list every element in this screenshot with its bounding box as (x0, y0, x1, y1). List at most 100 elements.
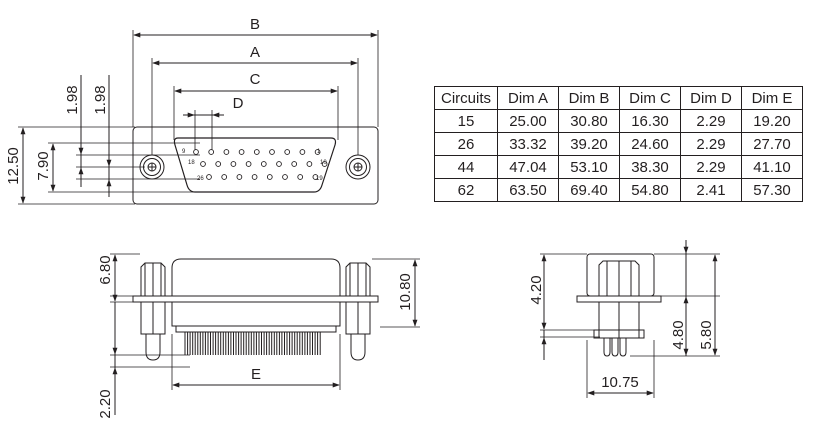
solder-tail (301, 332, 306, 355)
table-cell: 53.10 (558, 155, 620, 179)
solder-tail (317, 332, 321, 355)
pin-label-26: 26 (197, 176, 204, 182)
pin-contact (260, 161, 267, 167)
pin-contact (245, 161, 252, 167)
header-dim-c: Dim C (619, 86, 681, 110)
side-solder-tails (603, 338, 627, 357)
table-cell: 15 (434, 109, 498, 133)
dim-b-label: B (250, 16, 260, 33)
side-flange (576, 295, 662, 303)
table-cell: 2.41 (680, 178, 742, 202)
table-cell: 26 (434, 132, 498, 156)
solder-tail (215, 332, 219, 355)
table-row: 26 33.32 39.20 24.60 2.29 27.70 (434, 132, 803, 156)
table-cell: 41.10 (741, 155, 803, 179)
front-view-labels: 6.80 2.20 10.80 E (97, 255, 414, 418)
top-view (18, 30, 379, 205)
top-view-labels: B A C D 1.98 1.98 12.50 7.90 9 1 18 10 2… (5, 16, 327, 185)
table-cell: 19.20 (741, 109, 803, 133)
table-cell: 33.32 (497, 132, 559, 156)
dim-a-label: A (250, 44, 260, 61)
pin-contact (284, 149, 291, 155)
pin-contact (291, 161, 298, 167)
pin-label-1: 1 (317, 149, 321, 155)
pin-contact (297, 174, 304, 180)
table-cell: 2.29 (680, 155, 742, 179)
table-cell: 47.04 (497, 155, 559, 179)
pin-contact (236, 174, 243, 180)
dim-10-75-label: 10.75 (601, 374, 639, 391)
solder-tail (250, 332, 255, 355)
header-dim-d: Dim D (680, 86, 742, 110)
pin-field (193, 149, 328, 180)
pin-label-9: 9 (182, 149, 186, 155)
solder-tail (210, 332, 214, 355)
pin-contact (306, 161, 313, 167)
table-cell: 44 (434, 155, 498, 179)
table-cell: 63.50 (497, 178, 559, 202)
solder-tail (255, 332, 260, 355)
table-cell: 30.80 (558, 109, 620, 133)
pin-contact (312, 174, 319, 180)
dim-5-80-label: 5.80 (698, 320, 715, 349)
table-cell: 69.40 (558, 178, 620, 202)
pin-contact (206, 174, 212, 180)
header-circuits: Circuits (434, 86, 498, 110)
table-cell: 16.30 (619, 109, 681, 133)
solder-tail (184, 332, 189, 355)
d-shell-outline (173, 137, 337, 193)
pin-label-19: 19 (316, 176, 323, 182)
pin-contact (253, 149, 260, 155)
flange-outline (132, 126, 379, 205)
table-cell: 2.29 (680, 109, 742, 133)
table-row: 44 47.04 53.10 38.30 2.29 41.10 (434, 155, 803, 179)
dim-2-20-label: 2.20 (97, 389, 114, 418)
solder-tail (199, 332, 204, 355)
solder-tail (194, 332, 199, 355)
solder-tail (271, 332, 275, 355)
header-dim-e: Dim E (741, 86, 803, 110)
table-cell: 54.80 (619, 178, 681, 202)
solder-tail (261, 332, 265, 355)
pin-contact (314, 149, 321, 155)
solder-tail (204, 332, 209, 355)
solder-tail (286, 332, 291, 355)
solder-tail (266, 332, 270, 355)
solder-tails (184, 332, 321, 355)
front-standoff-right (345, 262, 371, 361)
solder-tail (296, 332, 301, 355)
table-row: 15 25.00 30.80 16.30 2.29 19.20 (434, 109, 803, 133)
dim-6-80-label: 6.80 (97, 255, 114, 284)
table-cell: 25.00 (497, 109, 559, 133)
pin-contact (299, 149, 306, 155)
dim-1-98-b-label: 1.98 (92, 85, 109, 114)
table-cell: 2.29 (680, 132, 742, 156)
solder-tail (225, 332, 229, 355)
front-flange (132, 295, 379, 303)
pin-contact (200, 161, 206, 167)
dim-1-98-a-label: 1.98 (64, 85, 81, 114)
table-cell: 57.30 (741, 178, 803, 202)
mounting-hole-right (345, 154, 371, 180)
solder-tail (306, 332, 311, 355)
header-dim-a: Dim A (497, 86, 559, 110)
pin-contact (269, 149, 275, 155)
side-body-top (586, 253, 655, 297)
pin-contact (251, 174, 258, 180)
table-cell: 62 (434, 178, 498, 202)
pin-contact (321, 161, 328, 167)
pin-label-10: 10 (320, 160, 327, 166)
pin-contact (282, 174, 288, 180)
side-view (540, 240, 720, 398)
dim-4-80-label: 4.80 (670, 320, 687, 349)
pin-label-18: 18 (188, 160, 195, 166)
pin-contact (223, 149, 230, 155)
solder-tail (276, 332, 280, 355)
dim-12-50-label: 12.50 (5, 147, 22, 185)
dim-d-label: D (233, 95, 244, 112)
table-cell: 39.20 (558, 132, 620, 156)
solder-tail (240, 332, 245, 355)
table-cell: 24.60 (619, 132, 681, 156)
solder-tail (230, 332, 234, 355)
